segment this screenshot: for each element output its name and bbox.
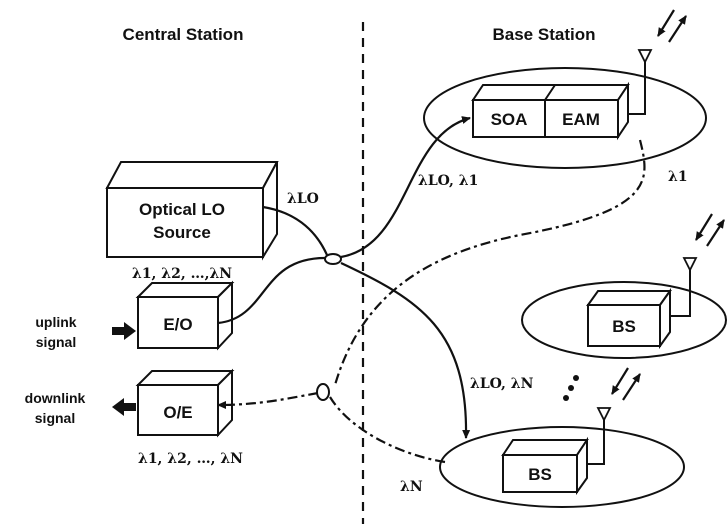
- soa-eam-module: SOA EAM: [471, 81, 630, 141]
- antenna-3-icon: [587, 407, 612, 465]
- uplink-label-line1: uplink: [35, 314, 76, 330]
- base-station-3-ellipse: [439, 426, 685, 508]
- eo-label: E/O: [163, 315, 192, 334]
- uplink-combiner: [316, 383, 330, 401]
- lo-source-label-line1: Optical LO: [139, 200, 225, 219]
- coupler-to-bs3-fiber: [340, 262, 471, 439]
- base-station-2-ellipse: [521, 281, 727, 359]
- downlink-coupler: [324, 253, 342, 265]
- lambda-1-label: λ1: [668, 169, 688, 185]
- wavelength-list-top: λ1, λ2, …,λN: [132, 266, 232, 282]
- wireless-arrows-3-icon: [611, 367, 641, 401]
- oe-label: O/E: [163, 403, 192, 422]
- wireless-arrows-1-icon: [657, 9, 687, 43]
- optical-lo-source-box: Optical LO Source: [105, 161, 279, 261]
- base-station-1-ellipse: [423, 67, 707, 169]
- bs-2-box: BS: [586, 287, 672, 350]
- downlink-arrow-icon: [112, 398, 136, 416]
- lambda-n-label: λN: [400, 479, 423, 495]
- wireless-arrows-2-icon: [695, 213, 725, 247]
- bs-3-box: BS: [501, 436, 589, 496]
- oe-converter-box: O/E: [135, 368, 235, 438]
- uplink-label-line2: signal: [36, 334, 76, 350]
- lambda-lo-1-label: λLO, λ1: [418, 173, 478, 189]
- antenna-1-icon: [628, 49, 653, 115]
- eam-label: EAM: [562, 110, 600, 129]
- central-station-title: Central Station: [123, 25, 244, 44]
- lambda-lo-n-label: λLO, λN: [470, 376, 534, 392]
- bs-2-label: BS: [612, 317, 636, 336]
- downlink-label-line2: signal: [35, 410, 75, 426]
- downlink-label-line1: downlink: [25, 390, 86, 406]
- bs1-uplink-fiber: [333, 139, 646, 386]
- coupler-to-oe-fiber: [217, 391, 319, 409]
- wavelength-list-bottom: λ1, λ2, …, λN: [138, 451, 243, 467]
- eo-converter-box: E/O: [135, 280, 235, 351]
- lambda-lo-label: λLO: [287, 191, 319, 207]
- base-station-title: Base Station: [493, 25, 596, 44]
- lo-source-label-line2: Source: [153, 223, 211, 242]
- more-stations-dots: [563, 375, 579, 401]
- soa-label: SOA: [491, 110, 528, 129]
- uplink-arrow-icon: [112, 322, 136, 340]
- bs3-uplink-fiber: [329, 396, 446, 464]
- eo-to-coupler-fiber: [217, 256, 326, 325]
- lo-to-coupler-fiber: [262, 205, 329, 256]
- bs-3-label: BS: [528, 465, 552, 484]
- antenna-2-icon: [670, 257, 698, 317]
- coupler-to-bs1-fiber: [340, 116, 471, 259]
